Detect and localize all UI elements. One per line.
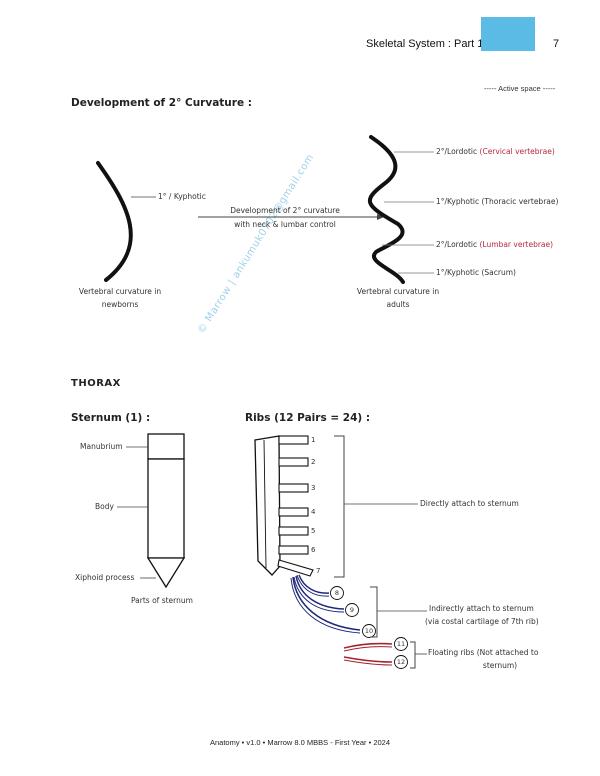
- lumbar-prefix: 2°/Lordotic: [436, 240, 480, 249]
- false-ribs-label-2: (via costal cartilage of 7th rib): [425, 617, 539, 626]
- sternum-body-shape: [147, 458, 185, 559]
- rib-11-badge: [394, 637, 408, 651]
- cervical-label: 2°/Lordotic (Cervical vertebrae): [436, 147, 555, 156]
- page-number: 7: [553, 38, 560, 50]
- chapter-title: Skeletal System : Part 1: [366, 38, 484, 50]
- rib-1: [278, 435, 309, 445]
- rib-9: [295, 575, 345, 610]
- true-ribs-bracket: [334, 435, 345, 578]
- rib-number: 9: [349, 606, 355, 614]
- rib-number: 10: [364, 627, 374, 635]
- arrow-head: [377, 214, 384, 220]
- sternum-heading: Sternum (1) :: [71, 412, 151, 424]
- rib-3: [278, 483, 309, 493]
- sacrum-label: 1°/Kyphotic (Sacrum): [436, 268, 516, 277]
- rib-9-badge: [345, 603, 359, 617]
- floating-ribs-label-2: sternum): [482, 661, 518, 670]
- rib-12-badge: [394, 655, 408, 669]
- true-ribs-label: Directly attach to sternum: [420, 499, 519, 508]
- development-heading: Development of 2° Curvature :: [71, 97, 252, 109]
- rib-number: 6: [311, 546, 316, 554]
- header-accent-box: [481, 17, 535, 51]
- adult-caption-1: Vertebral curvature in: [356, 287, 440, 296]
- rib-number: 4: [311, 508, 316, 516]
- rib-10: [292, 576, 361, 631]
- thorax-heading: THORAX: [71, 378, 121, 389]
- floating-ribs-label-1: Floating ribs (Not attached to: [428, 648, 539, 657]
- newborn-caption-2: newborns: [101, 300, 139, 309]
- ribs-heading: Ribs (12 Pairs = 24) :: [245, 412, 371, 424]
- rib-number: 7: [316, 567, 321, 575]
- rib-number: 2: [311, 458, 316, 466]
- lumbar-label: 2°/Lordotic (Lumbar vertebrae): [436, 240, 553, 249]
- manubrium-label: Manubrium: [80, 442, 123, 451]
- xiphoid-shape: [146, 557, 186, 589]
- adult-caption-2: adults: [386, 300, 410, 309]
- rib-12: [343, 656, 393, 663]
- body-label: Body: [95, 502, 114, 511]
- arrow-text-1: Development of 2° curvature: [230, 206, 340, 215]
- rib-7: [277, 559, 314, 577]
- adult-curve: [367, 135, 405, 284]
- rib-number: 8: [334, 589, 340, 597]
- arrow-text-2: with neck & lumbar control: [234, 220, 336, 229]
- rib-6: [278, 545, 309, 555]
- rib-column-shape: [254, 435, 281, 576]
- newborn-caption-1: Vertebral curvature in: [78, 287, 162, 296]
- cervical-name: (Cervical vertebrae): [479, 147, 555, 156]
- kyphotic-label: 1° / Kyphotic: [158, 192, 206, 201]
- page-footer: Anatomy • v1.0 • Marrow 8.0 MBBS - First…: [209, 738, 391, 747]
- rib-4: [278, 507, 309, 517]
- false-ribs-label-1: Indirectly attach to sternum: [429, 604, 534, 613]
- lumbar-name: (Lumbar vertebrae): [479, 240, 554, 249]
- rib-11: [343, 642, 393, 649]
- cervical-prefix: 2°/Lordotic: [436, 147, 480, 156]
- parts-caption: Parts of sternum: [131, 596, 193, 605]
- xiphoid-label: Xiphoid process: [75, 573, 135, 582]
- rib-number: 12: [396, 658, 406, 666]
- floating-ribs-bracket: [410, 641, 416, 669]
- rib-number: 3: [311, 484, 316, 492]
- false-ribs-bracket: [370, 586, 378, 638]
- rib-number: 1: [311, 436, 316, 444]
- rib-number: 5: [311, 527, 316, 535]
- rib-8-badge: [330, 586, 344, 600]
- rib-number: 11: [396, 640, 406, 648]
- rib-2: [278, 457, 309, 467]
- active-space-note: ----- Active space -----: [484, 84, 556, 93]
- rib-8: [298, 574, 330, 594]
- rib-5: [278, 526, 309, 536]
- thoracic-label: 1°/Kyphotic (Thoracic vertebrae): [436, 197, 559, 206]
- rib-10-badge: [362, 624, 376, 638]
- newborn-curve: [96, 161, 133, 282]
- manubrium-shape: [147, 433, 185, 460]
